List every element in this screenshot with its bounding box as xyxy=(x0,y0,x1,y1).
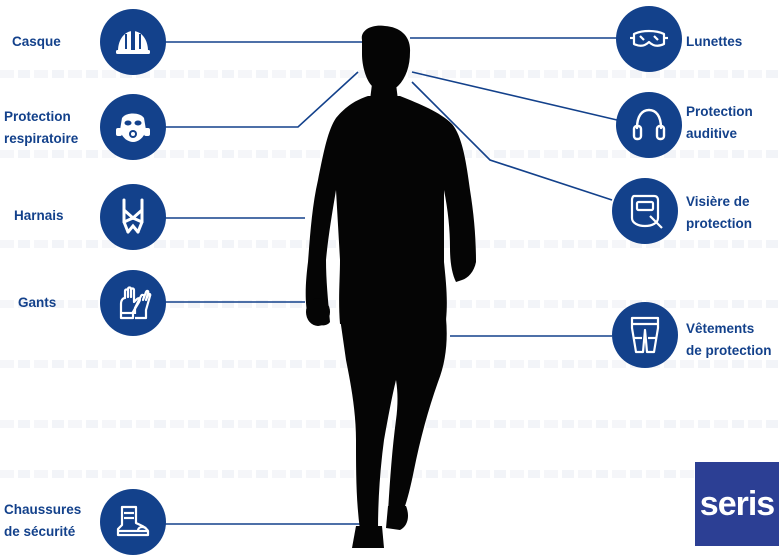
label-visiere-line2: protection xyxy=(686,216,752,231)
label-respiratoire-line2: respiratoire xyxy=(4,131,79,146)
label-respiratoire-line1: Protection xyxy=(4,109,71,124)
respirator-mask-icon xyxy=(100,94,166,160)
protective-clothing-icon xyxy=(612,302,678,368)
connector-visiere xyxy=(411,81,613,201)
label-auditive-line1: Protection xyxy=(686,104,753,119)
ear-muffs-icon xyxy=(616,92,682,158)
safety-harness-icon xyxy=(100,184,166,250)
logo-text: seris xyxy=(699,484,775,523)
label-vetements-line1: Vêtements xyxy=(686,321,755,336)
connector-auditive xyxy=(411,71,618,121)
label-auditive-line2: auditive xyxy=(686,126,738,141)
label-visiere-line1: Visière de xyxy=(686,194,750,209)
hard-hat-icon xyxy=(100,9,166,75)
goggles-icon xyxy=(616,6,682,72)
label-gants: Gants xyxy=(18,295,57,310)
safety-boot-icon xyxy=(100,489,166,555)
label-chaussures-line2: de sécurité xyxy=(4,524,76,539)
label-vetements-line2: de protection xyxy=(686,343,772,358)
gloves-icon xyxy=(100,270,166,336)
seris-logo: seris xyxy=(695,462,779,546)
label-lunettes: Lunettes xyxy=(686,34,743,49)
label-chaussures-line1: Chaussures xyxy=(4,502,82,517)
label-harnais: Harnais xyxy=(14,208,64,223)
welding-visor-icon xyxy=(612,178,678,244)
label-casque: Casque xyxy=(12,34,61,49)
connector-respiratoire xyxy=(165,71,359,128)
